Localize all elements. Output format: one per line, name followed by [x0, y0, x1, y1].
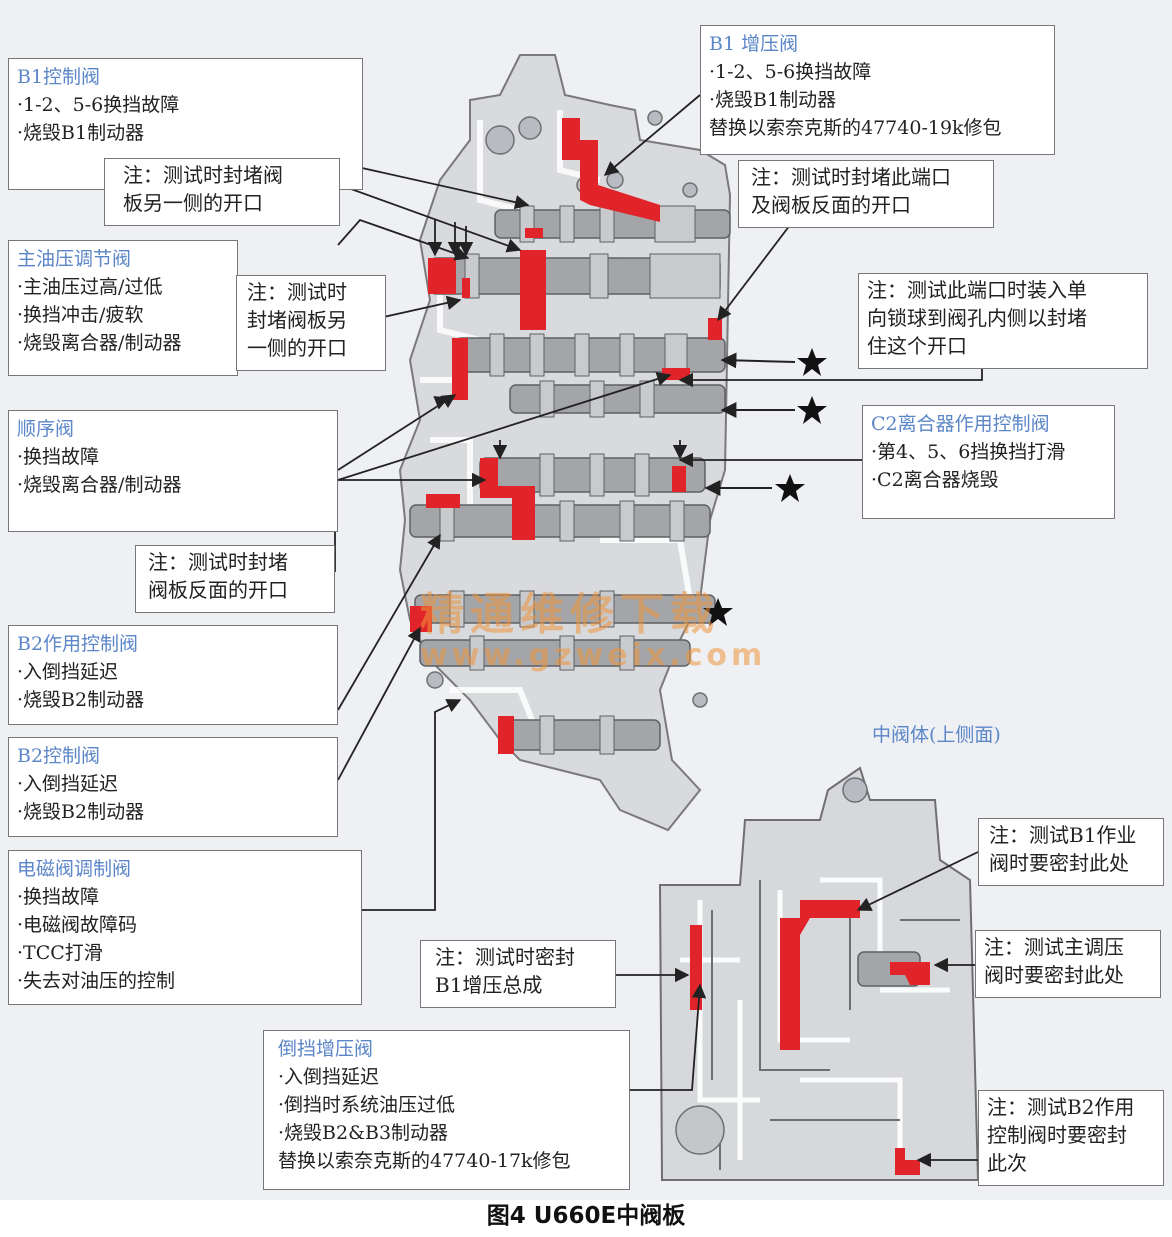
figure-caption: 图4 U660E中阀板 — [486, 1203, 686, 1229]
star-marker-2 — [797, 396, 827, 424]
note-line: 注：测试此端口时装入单 — [867, 278, 1087, 302]
note-line: 阀时要密封此处 — [989, 851, 1129, 875]
note-line: 向锁球到阀孔内侧以封堵 — [867, 306, 1087, 330]
note-line: 注：测试时封堵此端口 — [751, 165, 951, 189]
note-line: 注：测试时封堵阀 — [123, 163, 283, 187]
box-item: ·第4、5、6挡换挡打滑 — [871, 441, 1066, 463]
box-item: ·倒挡时系统油压过低 — [278, 1094, 456, 1116]
note-box-4: 注：测试此端口时装入单 向锁球到阀孔内侧以封堵 住这个开口 — [858, 273, 1148, 369]
box-main-pressure: 主油压调节阀 ·主油压过高/过低 ·换挡冲击/疲软 ·烧毁离合器/制动器 — [8, 240, 238, 376]
box-item: ·换挡故障 — [17, 446, 100, 468]
note-box-5: 注：测试时封堵 阀板反面的开口 — [135, 545, 335, 613]
box-item: ·主油压过高/过低 — [17, 276, 163, 298]
box-title: B1 增压阀 — [709, 33, 799, 55]
note-line: 注：测试主调压 — [984, 935, 1124, 959]
note-line: 阀时要密封此处 — [984, 963, 1124, 987]
note-line: 一侧的开口 — [247, 336, 347, 360]
box-item: ·烧毁B2制动器 — [17, 689, 145, 711]
note-line: 封堵阀板另 — [247, 308, 347, 332]
view-label: 中阀体(上侧面) — [872, 724, 1001, 746]
box-item: ·烧毁离合器/制动器 — [17, 332, 182, 354]
note-box-7: 注：测试时密封 B1增压总成 — [420, 940, 616, 1008]
leader-solenoid — [362, 699, 462, 911]
box-item: ·烧毁B1制动器 — [17, 122, 145, 144]
note-line: 阀板反面的开口 — [148, 578, 288, 602]
star-marker-4 — [703, 598, 733, 626]
box-title: 顺序阀 — [17, 418, 75, 440]
box-item: ·烧毁B2制动器 — [17, 801, 145, 823]
valve-body-illustration — [334, 54, 983, 1181]
box-item: ·入倒挡延迟 — [17, 773, 119, 795]
box-item: ·1-2、5-6换挡故障 — [709, 61, 872, 83]
star-marker-3 — [775, 474, 805, 502]
box-title: B2作用控制阀 — [17, 633, 139, 655]
box-title: B1控制阀 — [17, 66, 101, 88]
box-c2-apply: C2离合器作用控制阀 ·第4、5、6挡换挡打滑 ·C2离合器烧毁 — [862, 405, 1115, 519]
leader-sequence-b — [337, 372, 672, 481]
box-item: ·入倒挡延迟 — [17, 661, 119, 683]
note-box-3: 注：测试时 封堵阀板另 一侧的开口 — [236, 275, 386, 371]
box-b2-control: B2控制阀 ·入倒挡延迟 ·烧毁B2制动器 — [8, 737, 338, 837]
note-line: 注：测试时 — [247, 280, 347, 304]
note-line: 注：测试B1作业 — [989, 823, 1137, 847]
box-item: ·电磁阀故障码 — [17, 914, 138, 936]
note-line: 注：测试B2作用 — [987, 1095, 1135, 1119]
note-line: 注：测试时封堵 — [148, 550, 288, 574]
note-line: 住这个开口 — [867, 334, 967, 358]
note-box-2: 注：测试时封堵此端口 及阀板反面的开口 — [738, 160, 994, 228]
note-box-8: 注：测试主调压 阀时要密封此处 — [975, 930, 1161, 998]
note-box-6: 注：测试B1作业 阀时要密封此处 — [978, 818, 1164, 886]
box-item: ·入倒挡延迟 — [278, 1066, 380, 1088]
note-line: 及阀板反面的开口 — [751, 193, 911, 217]
note-line: 注：测试时密封 — [435, 945, 575, 969]
box-title: 电磁阀调制阀 — [17, 858, 132, 880]
box-item: ·1-2、5-6换挡故障 — [17, 94, 180, 116]
box-item: ·换挡故障 — [17, 886, 100, 908]
leader-note1 — [339, 184, 522, 253]
leader-b1-control — [361, 167, 530, 210]
note-line: 板另一侧的开口 — [123, 191, 263, 215]
leader-b2-control — [337, 626, 421, 781]
box-item: ·换挡冲击/疲软 — [17, 304, 144, 326]
box-sequence: 顺序阀 ·换挡故障 ·烧毁离合器/制动器 — [8, 410, 338, 532]
note-line: 控制阀时要密封 — [987, 1123, 1127, 1147]
note-box-1: 注：测试时封堵阀 板另一侧的开口 — [104, 158, 340, 226]
box-title: 主油压调节阀 — [17, 248, 132, 270]
box-solenoid-modulator: 电磁阀调制阀 ·换挡故障 ·电磁阀故障码 ·TCC打滑 ·失去对油压的控制 — [8, 850, 362, 1005]
box-item: ·烧毁B1制动器 — [709, 89, 837, 111]
leader-b1-boost — [603, 94, 701, 176]
box-title: 倒挡增压阀 — [278, 1038, 374, 1060]
figure-area: B1控制阀 ·1-2、5-6换挡故障 ·烧毁B1制动器 注：测试时封堵阀 板另一… — [0, 0, 1172, 1200]
box-title: C2离合器作用控制阀 — [871, 413, 1050, 435]
note-line: B1增压总成 — [435, 973, 543, 997]
box-item: ·C2离合器烧毁 — [871, 469, 999, 491]
leader-note4 — [678, 365, 983, 388]
note-box-9: 注：测试B2作用 控制阀时要密封 此次 — [978, 1090, 1164, 1186]
box-b1-boost: B1 增压阀 ·1-2、5-6换挡故障 ·烧毁B1制动器 替换以索奈克斯的477… — [700, 25, 1055, 155]
leader-note2 — [717, 224, 791, 322]
note-line: 此次 — [987, 1151, 1027, 1175]
star-marker-1 — [797, 348, 827, 376]
leader-note6 — [856, 851, 979, 911]
box-item: ·烧毁离合器/制动器 — [17, 474, 182, 496]
leader-reverse-boost — [630, 983, 707, 1091]
box-title: B2控制阀 — [17, 745, 101, 767]
box-b2-apply: B2作用控制阀 ·入倒挡延迟 ·烧毁B2制动器 — [8, 625, 338, 725]
box-item: 替换以索奈克斯的47740-17k修包 — [278, 1150, 571, 1172]
leader-b2-apply — [337, 533, 441, 711]
box-reverse-boost: 倒挡增压阀 ·入倒挡延迟 ·倒挡时系统油压过低 ·烧毁B2&B3制动器 替换以索… — [263, 1030, 630, 1190]
box-item: ·TCC打滑 — [17, 942, 103, 964]
box-item: ·烧毁B2&B3制动器 — [278, 1122, 449, 1144]
box-item: 替换以索奈克斯的47740-19k修包 — [709, 117, 1002, 139]
box-item: ·失去对油压的控制 — [17, 970, 176, 992]
